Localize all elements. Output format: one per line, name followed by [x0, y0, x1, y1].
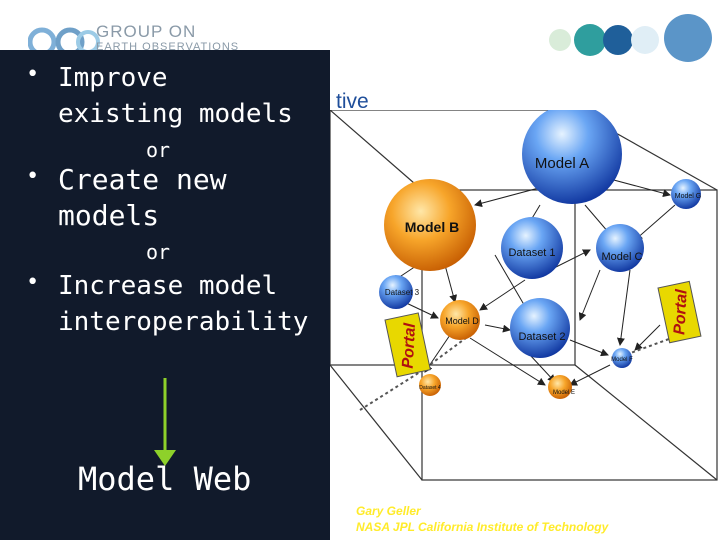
model-e-sphere [548, 375, 572, 399]
logo-line1: GROUP ON [96, 22, 197, 41]
portal-label: Portal [400, 322, 419, 369]
model-web-label: Model Web [78, 460, 252, 498]
model-b-sphere [384, 179, 476, 271]
slide-title-fragment: tive [336, 90, 369, 113]
dataset-2-label: Dataset 2 [518, 331, 565, 343]
dataset-2-sphere [510, 298, 570, 358]
bullet-text-line2: models [58, 199, 160, 232]
bullet-text-line1: Increase model [58, 271, 278, 301]
model-e-label: Model E [553, 390, 575, 396]
credit-author: Gary Geller [356, 504, 421, 518]
dataset-1-sphere [501, 217, 563, 279]
portal-label: Portal [671, 289, 690, 336]
dataset-3-sphere [379, 275, 413, 309]
dataset-4-label: Dataset 4 [419, 385, 441, 391]
model-g-label: Model G [675, 193, 701, 200]
model-b-label: Model B [405, 219, 459, 235]
left-panel: • Improve existing models or • Create ne… [0, 50, 330, 540]
model-a-sphere [522, 110, 622, 204]
credit-organization: NASA JPL California Institute of Technol… [356, 520, 609, 534]
model-d-sphere [440, 300, 480, 340]
model-d-label: Model D [445, 316, 479, 326]
bullet-text-line1: Create new [58, 163, 227, 196]
model-a-label: Model A [535, 155, 589, 172]
bullet-text-line2: interoperability [58, 307, 309, 337]
bullet-dot: • [26, 270, 40, 295]
model-f-sphere [612, 348, 632, 368]
decorative-circles-icon [549, 14, 712, 62]
model-g-sphere [671, 179, 701, 209]
bullet-text-line2: existing models [58, 99, 293, 129]
portal-right: Portal [657, 280, 702, 344]
arrow-down-icon [154, 378, 176, 466]
model-f-label: Model F [611, 357, 633, 363]
model-web-diagram: Portal Portal Model A Model B Model G Da… [330, 110, 718, 481]
bullet-text-line1: Improve [58, 63, 168, 93]
dataset-4-sphere [419, 374, 441, 396]
model-c-sphere [596, 224, 644, 272]
bullet-dot: • [26, 62, 40, 87]
or-label: or [146, 240, 171, 264]
dataset-1-label: Dataset 1 [508, 247, 555, 259]
dotted-link [624, 334, 681, 356]
portal-left: Portal [384, 312, 431, 378]
bullet-dot: • [26, 164, 40, 189]
model-c-label: Model C [602, 251, 643, 263]
or-label: or [146, 138, 171, 162]
dataset-3-label: Dataset 3 [385, 288, 420, 297]
